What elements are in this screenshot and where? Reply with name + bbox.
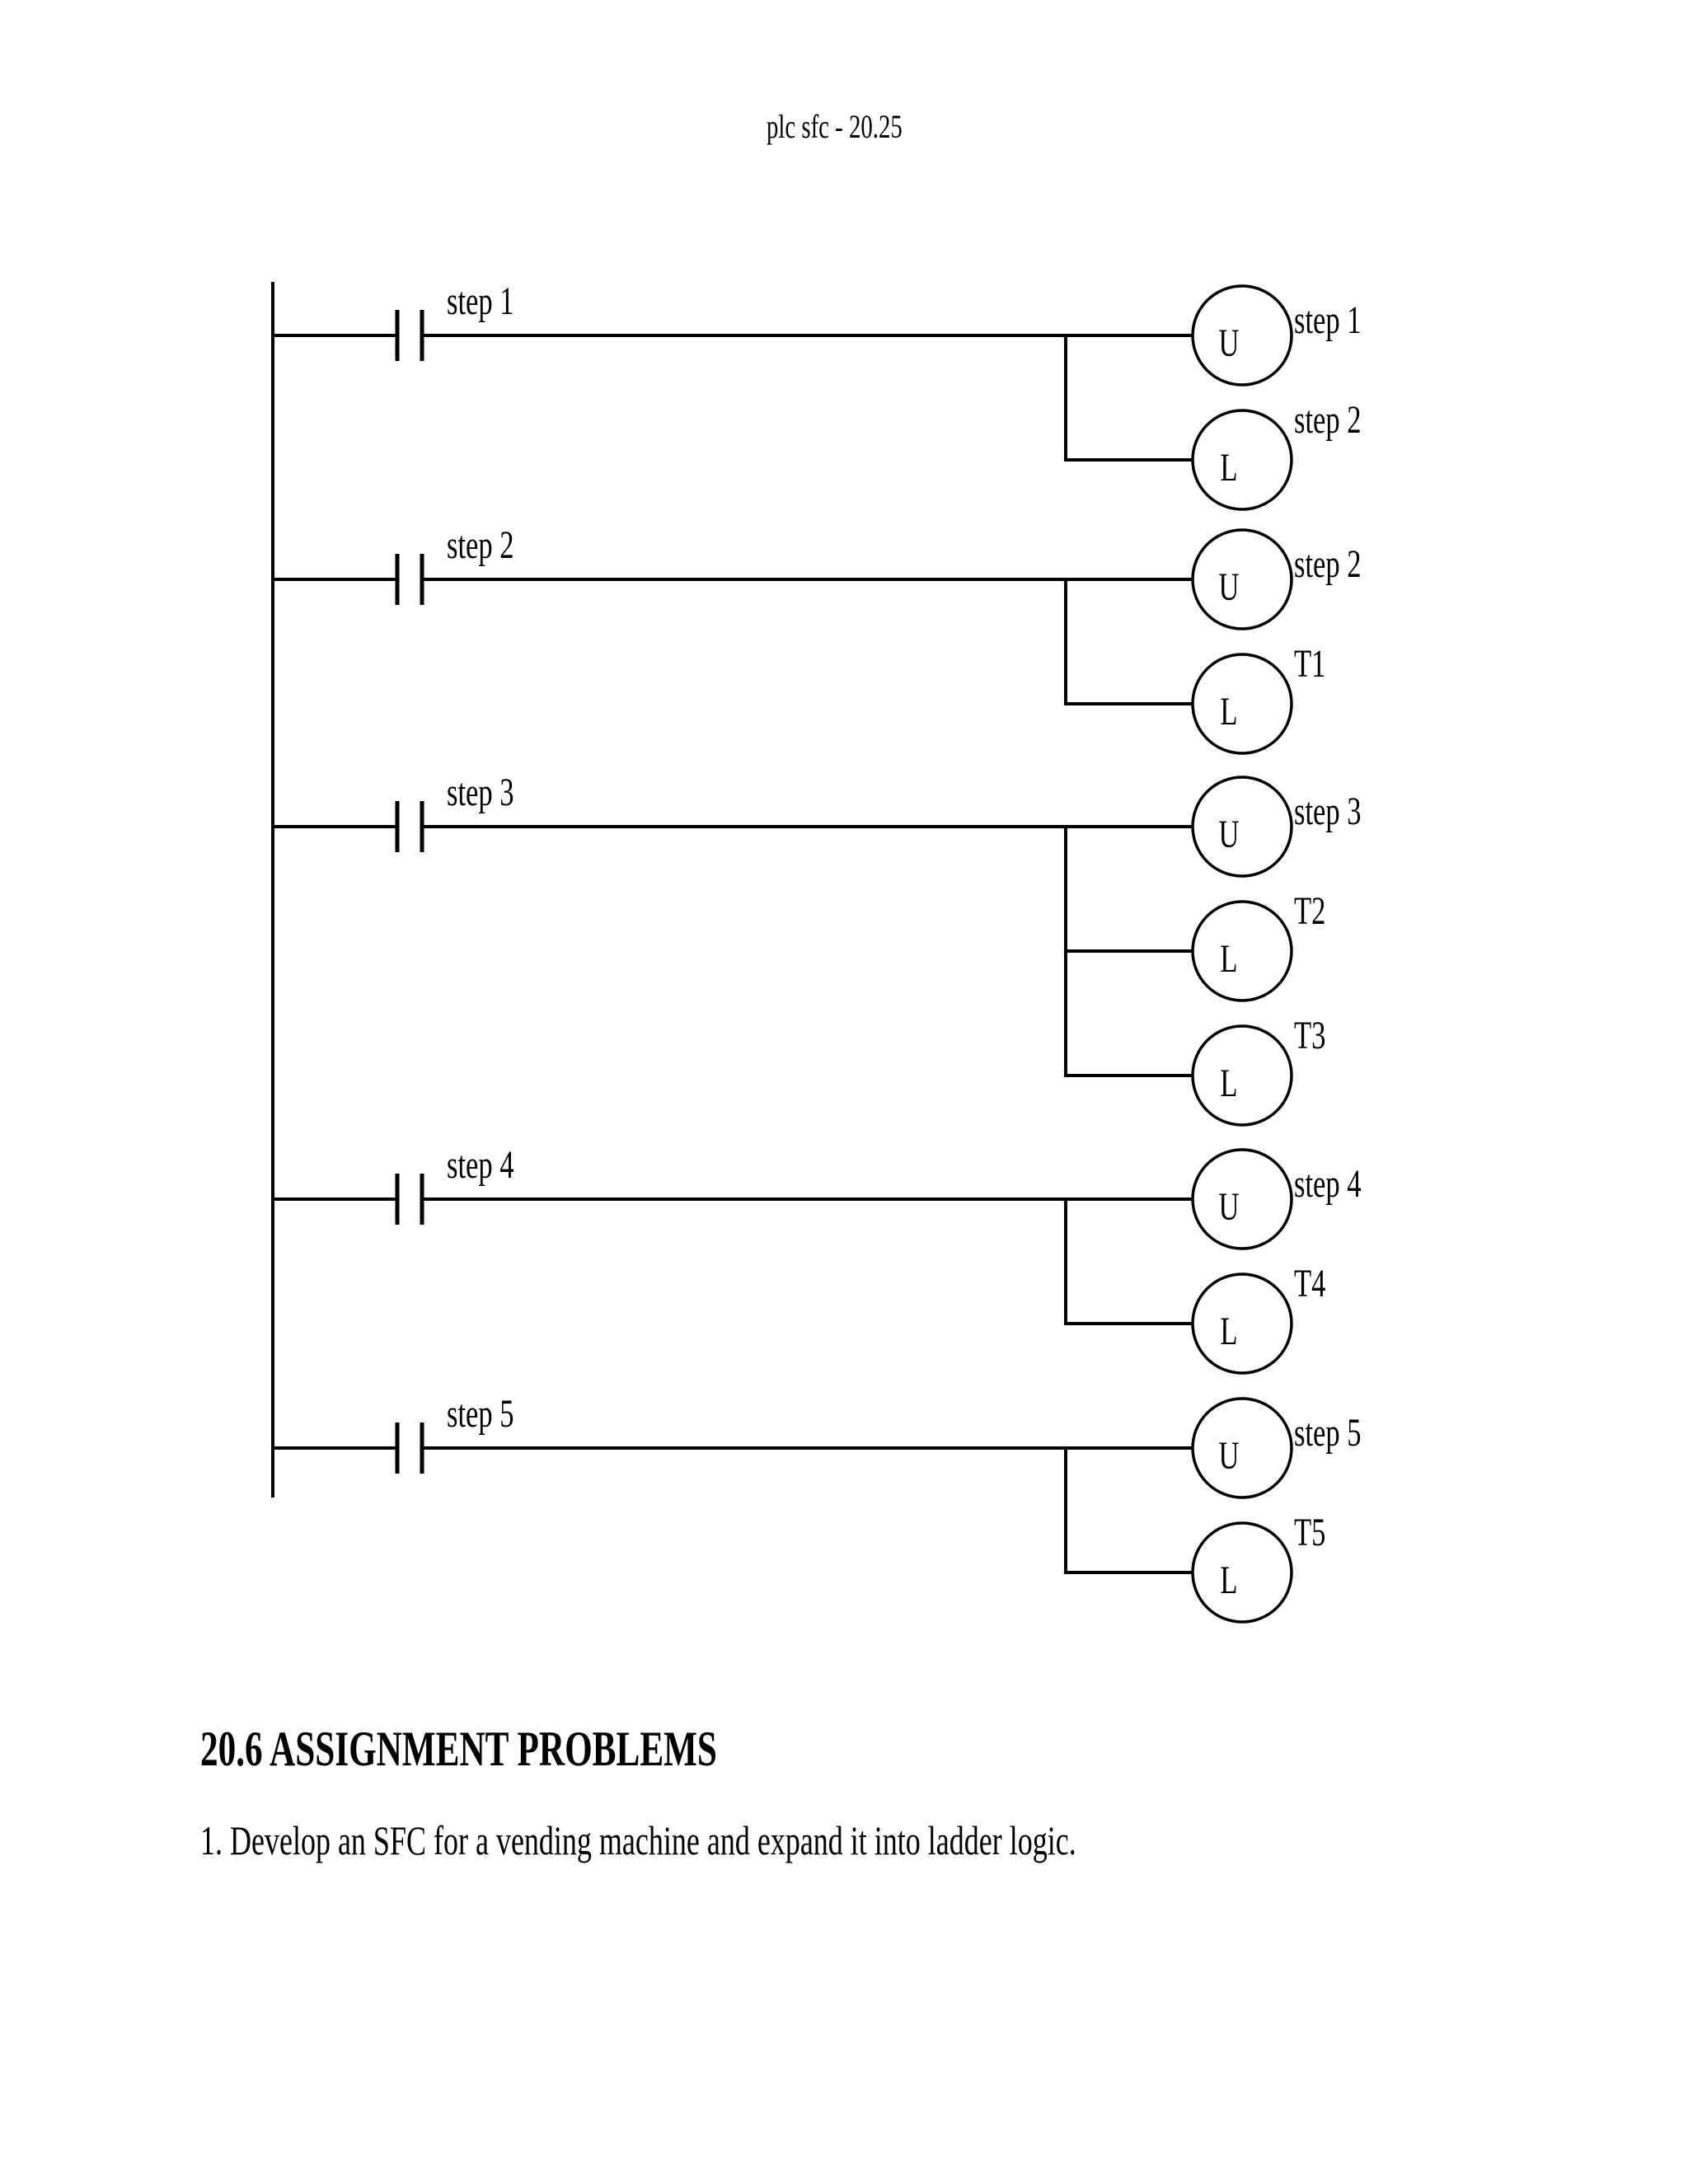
coil-label: T1 <box>1294 642 1326 686</box>
contact-label: step 1 <box>447 279 514 323</box>
coil-letter: L <box>1220 937 1238 981</box>
coil-label: T5 <box>1294 1511 1326 1554</box>
coil-circle <box>1191 1521 1293 1624</box>
section-heading: 20.6 ASSIGNMENT PROBLEMS <box>200 1722 717 1776</box>
coil-label: step 1 <box>1294 298 1362 342</box>
coil-circle <box>1191 900 1293 1002</box>
coil-letter: U <box>1218 1185 1240 1229</box>
coil-circle <box>1191 1397 1293 1499</box>
coil-circle <box>1191 1024 1293 1127</box>
coil-circle <box>1191 1272 1293 1375</box>
coil-label: step 3 <box>1294 790 1362 833</box>
coil-letter: L <box>1220 1558 1238 1602</box>
coil-circle <box>1191 653 1293 755</box>
coil-letter: L <box>1220 1310 1238 1353</box>
coil-label: T2 <box>1294 889 1326 933</box>
coil-label: T4 <box>1294 1262 1326 1305</box>
coil-label: step 2 <box>1294 542 1362 586</box>
coil-letter: L <box>1220 1062 1238 1105</box>
coil-label: step 4 <box>1294 1162 1362 1206</box>
problem-item-1: 1. Develop an SFC for a vending machine … <box>200 1817 1076 1863</box>
coil-circle <box>1191 284 1293 387</box>
coil-circle <box>1191 528 1293 630</box>
page-header: plc sfc - 20.25 <box>767 108 903 145</box>
coil-letter: L <box>1220 446 1238 490</box>
coil-circle <box>1191 1148 1293 1250</box>
coil-circle <box>1191 409 1293 511</box>
coil-letter: U <box>1218 813 1240 856</box>
contact-label: step 5 <box>447 1392 514 1436</box>
coil-circle <box>1191 776 1293 878</box>
coil-letter: U <box>1218 321 1240 365</box>
contact-label: step 3 <box>447 771 514 814</box>
coil-letter: U <box>1218 1434 1240 1478</box>
coil-letter: L <box>1220 690 1238 733</box>
coil-label: step 5 <box>1294 1411 1362 1455</box>
coil-label: T3 <box>1294 1014 1326 1057</box>
contact-label: step 2 <box>447 523 514 567</box>
contact-label: step 4 <box>447 1143 514 1187</box>
coil-letter: U <box>1218 565 1240 609</box>
coil-label: step 2 <box>1294 398 1362 442</box>
